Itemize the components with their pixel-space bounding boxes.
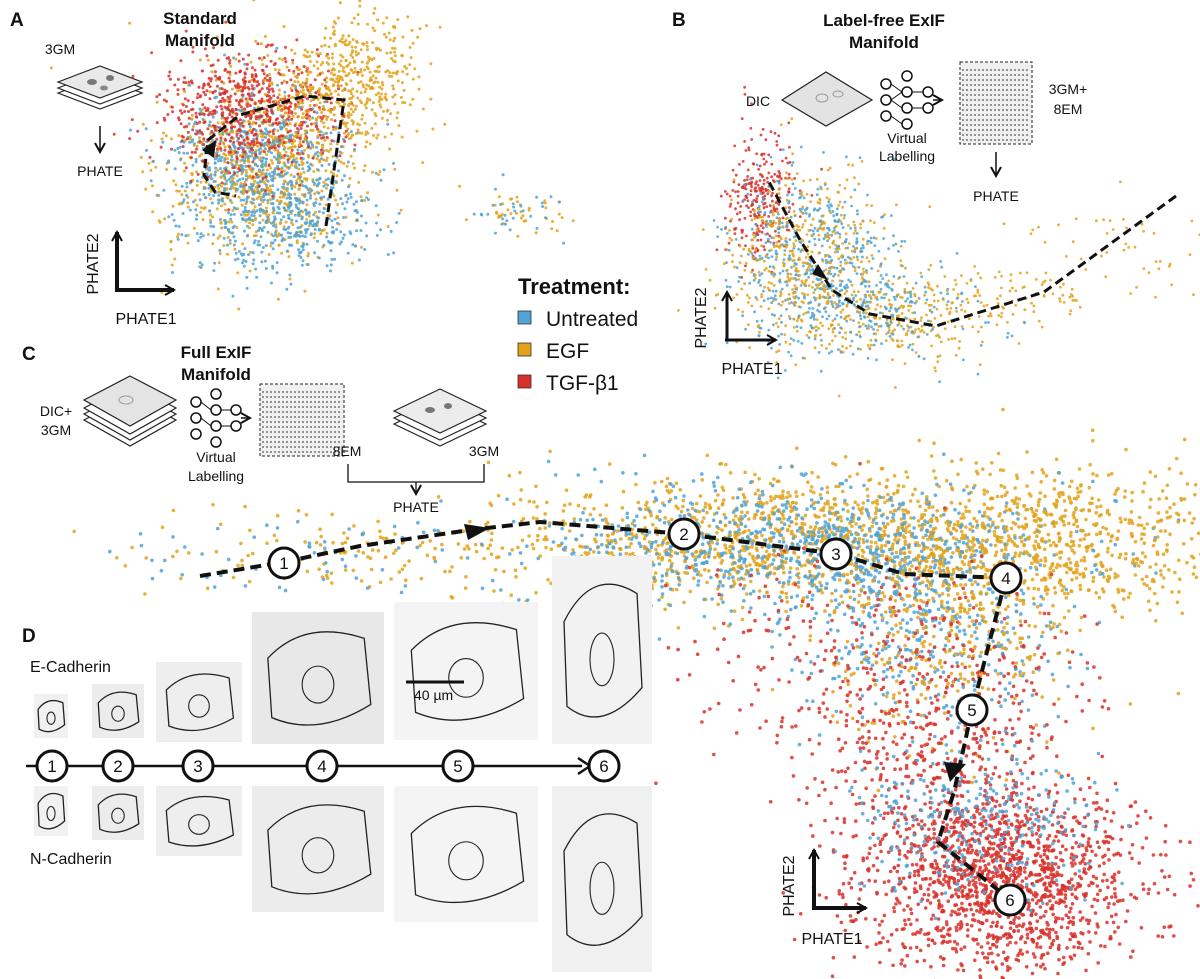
panel-c-process-line2: Labelling: [188, 468, 244, 484]
trajectory-c: [199, 519, 1010, 900]
trajectory-arrow-a: [202, 140, 216, 158]
timeline-marker-label-5: 5: [453, 757, 462, 776]
panel-b-output-line2: 8EM: [1054, 101, 1083, 117]
panel-a-title-line2: Manifold: [165, 31, 235, 50]
trajectory-marker-6: [993, 883, 1027, 917]
timeline-marker-label-6: 6: [599, 757, 608, 776]
panel-c: C Full ExIF Manifold DIC+ 3GM Virtual: [22, 343, 1027, 948]
panel-b-title-line1: Label-free ExIF: [823, 11, 945, 30]
timeline-marker-5: [441, 749, 475, 783]
panel-a-axis-x: PHATE1: [115, 311, 176, 328]
trajectory-marker-label-3: 3: [831, 545, 840, 564]
legend-title: Treatment:: [518, 274, 630, 299]
timeline-marker-label-1: 1: [47, 757, 56, 776]
timeline-marker-1: [35, 749, 69, 783]
panel-a-axis-indicator: [115, 232, 174, 290]
panel-b-method-label: PHATE: [973, 188, 1019, 204]
panel-b-process-line2: Labelling: [879, 148, 935, 164]
legend-swatch-egf: [517, 342, 532, 357]
trajectory-arrow-b: [812, 264, 828, 280]
trajectory-marker-label-2: 2: [679, 525, 688, 544]
panel-b: B Label-free ExIF Manifold DIC Virtual L…: [672, 10, 1177, 378]
panel-c-title-line1: Full ExIF: [181, 343, 252, 362]
legend-label-egf: EGF: [546, 340, 589, 363]
timeline-marker-6: [587, 749, 621, 783]
scale-bar-label: 40 µm: [414, 687, 453, 703]
gm-stack-icon-c: [392, 388, 488, 447]
panel-a-method-label: PHATE: [77, 163, 123, 179]
trajectory-marker-2: [667, 517, 701, 551]
panel-c-em-label: 8EM: [333, 443, 362, 459]
timeline-marker-2: [101, 749, 135, 783]
scatter-panel-c: [72, 407, 1200, 979]
em-stack-icon-c: [259, 383, 345, 457]
panel-letter-b: B: [672, 10, 686, 31]
panel-c-input-line2: 3GM: [41, 422, 71, 438]
panel-c-process-line1: Virtual: [196, 449, 235, 465]
panel-b-axis-y: PHATE2: [693, 287, 710, 348]
trajectory-b: [766, 179, 1177, 328]
panel-c-axis-y: PHATE2: [781, 855, 798, 916]
dic-gm-stack-icon: [82, 375, 178, 447]
timeline-marker-label-2: 2: [113, 757, 122, 776]
legend-label-untreated: Untreated: [546, 308, 638, 331]
panel-a-stack-label: 3GM: [45, 41, 75, 57]
e-cadherin-images: [34, 556, 652, 744]
panel-d: D E-Cadherin N-Cadherin 40 µm 1 2 3 4 5 6: [22, 556, 652, 972]
trajectory-arrow-c1: [464, 524, 490, 540]
trajectory-marker-label-5: 5: [967, 701, 976, 720]
legend-label-tgf: TGF-β1: [546, 372, 619, 395]
panel-c-title-line2: Manifold: [181, 365, 251, 384]
panel-letter-a: A: [10, 10, 24, 31]
n-cadherin-images: [34, 786, 652, 972]
image-stack-icon: [56, 65, 144, 110]
trajectory-marker-4: [989, 561, 1023, 595]
panel-letter-d: D: [22, 626, 36, 647]
panel-b-title-line2: Manifold: [849, 33, 919, 52]
panel-d-top-marker: E-Cadherin: [30, 659, 111, 676]
trajectory-marker-label-1: 1: [279, 554, 288, 573]
panel-b-axis-x: PHATE1: [721, 361, 782, 378]
panel-b-process-line1: Virtual: [887, 130, 926, 146]
panel-c-method-label: PHATE: [393, 499, 439, 515]
panel-letter-c: C: [22, 344, 36, 365]
neural-network-icon-c: [190, 388, 250, 448]
panel-c-input-line1: DIC+: [40, 403, 72, 419]
trajectory-arrow-c2: [944, 762, 966, 782]
trajectory-marker-label-4: 4: [1001, 569, 1010, 588]
panel-a: A Standard Manifold 3GM PHATE PHATE1 PHA…: [10, 9, 346, 328]
trajectory-marker-1: [267, 546, 301, 580]
trajectory-marker-5: [955, 693, 989, 727]
neural-network-icon: [880, 70, 942, 130]
panel-b-input-label: DIC: [746, 93, 770, 109]
scatter-panel-a: [49, 0, 575, 311]
panel-c-axis-x: PHATE1: [801, 931, 862, 948]
scatter-panel-b: [677, 85, 1200, 398]
dic-image-icon: [780, 71, 874, 127]
legend-swatch-tgf: [517, 374, 532, 389]
legend-swatch-untreated: [517, 310, 532, 325]
trajectory-a: [202, 94, 346, 227]
panel-c-axis-indicator: [812, 850, 866, 908]
timeline-marker-4: [305, 749, 339, 783]
panel-b-axis-indicator: [725, 292, 776, 340]
em-stack-icon: [959, 61, 1033, 145]
timeline-marker-label-4: 4: [317, 757, 326, 776]
timeline-marker-label-3: 3: [193, 757, 202, 776]
trajectory-marker-3: [819, 537, 853, 571]
trajectory-marker-label-6: 6: [1005, 891, 1014, 910]
panel-a-title-line1: Standard: [163, 9, 237, 28]
legend: Treatment: Untreated EGF TGF-β1: [517, 274, 638, 395]
panel-d-bottom-marker: N-Cadherin: [30, 851, 112, 868]
timeline-marker-3: [181, 749, 215, 783]
panel-a-axis-y: PHATE2: [85, 233, 102, 294]
panel-c-gm-label: 3GM: [469, 443, 499, 459]
panel-b-output-line1: 3GM+: [1049, 81, 1088, 97]
